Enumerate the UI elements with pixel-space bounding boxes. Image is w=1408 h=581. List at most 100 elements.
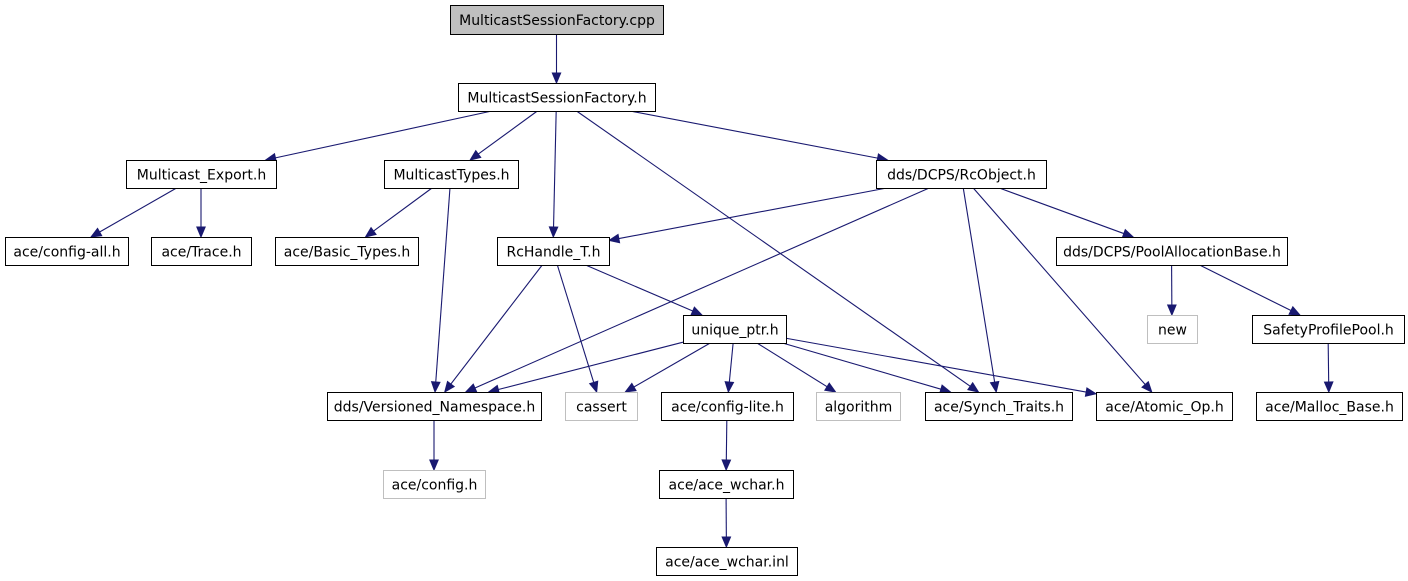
edge-line: [725, 419, 728, 461]
node-label: SafetyProfilePool.h: [1263, 323, 1394, 339]
edge-arrowhead: [607, 233, 621, 244]
node-box[interactable]: [876, 160, 1047, 189]
edge-line: [633, 342, 711, 388]
node-label: ace/Basic_Types.h: [284, 245, 410, 261]
edge-line: [728, 342, 734, 383]
node-label: unique_ptr.h: [691, 323, 778, 339]
edge-line: [477, 110, 538, 155]
node-box[interactable]: [683, 315, 787, 344]
node-box[interactable]: [1096, 392, 1233, 421]
node-box[interactable]: [656, 547, 798, 576]
node-configlite[interactable]: ace/config-lite.h: [661, 392, 794, 421]
node-versioned[interactable]: dds/Versioned_Namespace.h: [327, 392, 542, 421]
edge-safetypool-to-mallocbase: [1323, 342, 1334, 394]
node-poolalloc[interactable]: dds/DCPS/PoolAllocationBase.h: [1056, 237, 1288, 266]
node-mtypes[interactable]: MulticastTypes.h: [384, 160, 519, 189]
node-box[interactable]: [275, 237, 419, 266]
edge-line: [999, 187, 1125, 235]
node-config[interactable]: ace/config.h: [383, 470, 486, 499]
edge-rcobject-to-synchtraits: [962, 187, 1000, 394]
edge-arrowhead: [989, 380, 1000, 394]
edge-uniqueptr-to-atomicop: [785, 337, 1098, 397]
node-label: ace/Atomic_Op.h: [1105, 400, 1223, 416]
edge-uniqueptr-to-configlite: [724, 342, 735, 394]
edge-arrowhead: [721, 459, 732, 472]
edge-uniqueptr-to-versioned: [487, 341, 684, 395]
edge-acewchar-to-acewcharinl: [721, 497, 732, 549]
node-box[interactable]: [384, 160, 519, 189]
node-safetypool[interactable]: SafetyProfilePool.h: [1252, 315, 1405, 344]
node-box[interactable]: [1256, 392, 1403, 421]
edge-uniqueptr-to-synchtraits: [782, 342, 952, 394]
node-label: Multicast_Export.h: [137, 168, 266, 184]
node-label: MulticastSessionFactory.cpp: [459, 13, 655, 29]
edge-arrowhead: [429, 459, 439, 472]
node-uniqueptr[interactable]: unique_ptr.h: [683, 315, 787, 344]
node-box[interactable]: [925, 392, 1073, 421]
edge-arrowhead: [364, 226, 377, 238]
edge-msf_h-to-rcobject: [629, 110, 889, 163]
edge-rcobject-to-atomicop: [972, 187, 1153, 393]
edge-uniqueptr-to-cassert: [624, 342, 711, 393]
node-box[interactable]: [661, 392, 794, 421]
node-label: ace/ace_wchar.h: [669, 478, 785, 494]
edge-msf_h-to-synchtraits: [576, 110, 980, 393]
edge-arrowhead: [469, 149, 482, 161]
node-label: ace/Synch_Traits.h: [934, 400, 1064, 416]
node-box[interactable]: [383, 470, 486, 499]
node-mallocbase[interactable]: ace/Malloc_Base.h: [1256, 392, 1403, 421]
edge-arrowhead: [1166, 304, 1177, 317]
edge-arrowhead: [588, 380, 599, 394]
node-box[interactable]: [497, 237, 610, 266]
node-configall[interactable]: ace/config-all.h: [5, 237, 129, 266]
node-synchtraits[interactable]: ace/Synch_Traits.h: [925, 392, 1073, 421]
node-box[interactable]: [151, 237, 252, 266]
node-rcobject[interactable]: dds/DCPS/RcObject.h: [876, 160, 1047, 189]
node-acewcharinl[interactable]: ace/ace_wchar.inl: [656, 547, 798, 576]
node-box[interactable]: [458, 83, 656, 112]
node-box[interactable]: [659, 470, 794, 499]
edge-arrowhead: [196, 226, 206, 239]
edge-line: [756, 342, 828, 388]
node-acewchar[interactable]: ace/ace_wchar.h: [659, 470, 794, 499]
node-root[interactable]: MulticastSessionFactory.cpp: [450, 5, 664, 35]
node-box[interactable]: [5, 237, 129, 266]
edge-arrowhead: [443, 380, 456, 394]
node-atomicop[interactable]: ace/Atomic_Op.h: [1096, 392, 1233, 421]
node-cassert[interactable]: cassert: [565, 392, 638, 421]
edge-line: [585, 264, 693, 312]
node-label: ace/Malloc_Base.h: [1265, 400, 1394, 416]
node-box[interactable]: [1056, 237, 1288, 266]
node-box[interactable]: [565, 392, 638, 421]
edge-arrowhead: [690, 306, 704, 316]
edge-arrowhead: [551, 72, 562, 85]
node-algorithm[interactable]: algorithm: [816, 392, 901, 421]
node-box[interactable]: [1147, 315, 1198, 344]
node-box[interactable]: [816, 392, 901, 421]
node-box[interactable]: [327, 392, 542, 421]
node-mexport[interactable]: Multicast_Export.h: [126, 160, 277, 189]
edge-arrowhead: [721, 536, 732, 549]
node-basictypes[interactable]: ace/Basic_Types.h: [275, 237, 419, 266]
node-box[interactable]: [126, 160, 277, 189]
node-rchandle[interactable]: RcHandle_T.h: [497, 237, 610, 266]
edge-line: [552, 110, 557, 228]
node-new[interactable]: new: [1147, 315, 1198, 344]
node-box[interactable]: [450, 5, 664, 35]
edge-line: [450, 264, 543, 385]
edge-rcobject-to-poolalloc: [999, 187, 1135, 239]
edges-layer: [89, 34, 1334, 549]
node-msf_h[interactable]: MulticastSessionFactory.h: [458, 83, 656, 112]
edge-versioned-to-config: [429, 420, 439, 472]
edge-root-to-msf_h: [551, 34, 562, 85]
node-label: algorithm: [825, 400, 893, 416]
node-trace[interactable]: ace/Trace.h: [151, 237, 252, 266]
edge-line: [782, 342, 942, 390]
node-box[interactable]: [1252, 315, 1405, 344]
edge-configlite-to-acewchar: [721, 419, 732, 472]
edge-arrowhead: [430, 381, 441, 394]
edge-mtypes-to-basictypes: [364, 187, 433, 238]
node-label: cassert: [576, 400, 627, 416]
edge-mexport-to-configall: [89, 187, 177, 238]
